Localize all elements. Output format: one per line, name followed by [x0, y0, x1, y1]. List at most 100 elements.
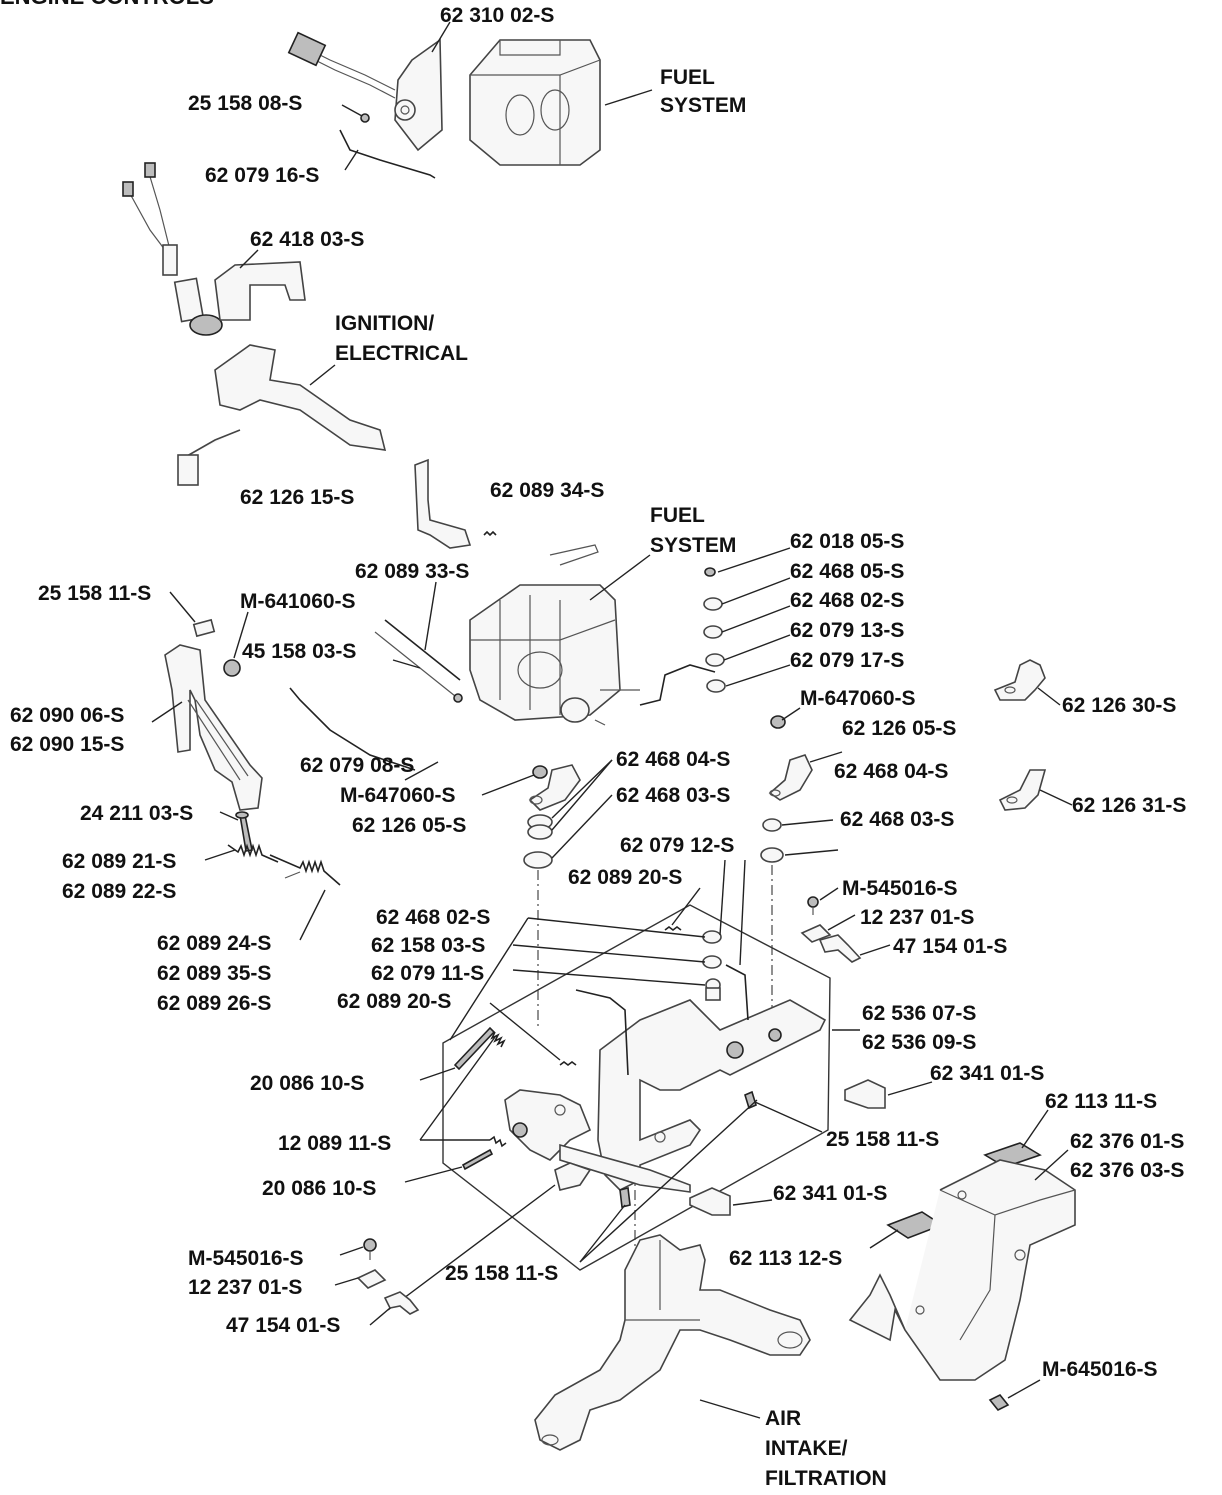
leader [781, 707, 801, 721]
washer-62-158-03 [702, 955, 722, 969]
leader [481, 774, 535, 796]
leader [604, 89, 653, 106]
part-label: 62 089 33-S [355, 560, 469, 583]
ignition-harness [177, 344, 387, 486]
leader [869, 1229, 899, 1249]
washer-62-079-17 [706, 679, 726, 693]
part-label: 62 089 24-S [157, 932, 271, 955]
leader [233, 611, 249, 659]
part-label: 62 079 11-S [371, 962, 484, 985]
control-box-outline [442, 904, 831, 1271]
leader [781, 819, 834, 826]
leader [431, 21, 451, 53]
part-label: 62 341 01-S [930, 1062, 1044, 1085]
part-label: 62 089 34-S [490, 479, 604, 502]
clip-25-158-11-a [192, 618, 216, 638]
part-label: 62 079 08-S [300, 754, 414, 777]
part-label: 62 418 03-S [250, 228, 364, 251]
part-label: 62 079 16-S [205, 164, 319, 187]
mount-bracket-62-376 [848, 1159, 1076, 1381]
screw-24-211-03 [235, 811, 253, 852]
spring-62-089-34 [483, 530, 497, 537]
throttle-body-fuel-mid [469, 544, 640, 726]
leader [341, 104, 363, 117]
part-label: M-545016-S [188, 1247, 304, 1270]
leader [551, 759, 613, 819]
leader [551, 759, 613, 831]
rod-62-079-08 [289, 687, 416, 771]
part-label: 62 158 03-S [371, 934, 485, 957]
spring-62-089-20-b [559, 1061, 577, 1066]
part-label: 62 536 09-S [862, 1031, 976, 1054]
leader [404, 761, 439, 781]
part-label: 62 126 05-S [842, 717, 956, 740]
part-label: 62 089 21-S [62, 850, 176, 873]
throttle-lever-assembly [504, 1089, 691, 1193]
leader [419, 1067, 456, 1081]
leader [579, 1204, 626, 1263]
part-label: 62 018 05-S [790, 530, 904, 553]
part-label: 62 090 15-S [10, 733, 124, 756]
part-label: 62 536 07-S [862, 1002, 976, 1025]
section-label-fuel-top-1: FUEL [660, 66, 715, 89]
part-label: 47 154 01-S [226, 1314, 340, 1337]
part-label: 62 090 06-S [10, 704, 124, 727]
spring-62-089-24 [269, 854, 341, 886]
washer-62-468-04-b [762, 818, 782, 832]
part-label: 47 154 01-S [893, 935, 1007, 958]
part-label: 62 089 26-S [157, 992, 271, 1015]
leader [449, 917, 529, 1041]
part-label: 25 158 08-S [188, 92, 302, 115]
rod-62-079-11 [575, 989, 629, 1076]
leader [721, 577, 791, 605]
washer-62-468-04-a-2 [527, 824, 553, 840]
part-label: 25 158 11-S [38, 582, 151, 605]
leader [699, 1399, 761, 1419]
part-label: 62 079 12-S [620, 834, 734, 857]
leader [819, 887, 839, 901]
part-label: 25 158 11-S [826, 1128, 939, 1151]
section-label-fuel-mid-2: SYSTEM [650, 534, 736, 557]
leader [512, 944, 706, 963]
bolt-m-545016-b [363, 1238, 377, 1260]
part-label: 24 211 03-S [80, 802, 193, 825]
leader [527, 917, 706, 938]
leader [151, 701, 183, 723]
clamp-47-154-01-a [818, 934, 862, 963]
clip-12-237-01-b [356, 1269, 387, 1289]
diagram-title: ENGINE CONTROLS [0, 0, 214, 9]
leader [339, 1246, 364, 1256]
leader [671, 887, 701, 926]
part-label: 62 089 20-S [337, 990, 451, 1013]
leader [489, 1002, 561, 1061]
part-label: 62 468 04-S [616, 748, 730, 771]
part-label: 62 089 35-S [157, 962, 271, 985]
part-label: 62 468 03-S [840, 808, 954, 831]
leader [1034, 1149, 1069, 1181]
leader [419, 1036, 496, 1141]
bracket-62-126-31 [998, 769, 1047, 811]
leader [369, 1307, 391, 1326]
washer-62-468-03-b [760, 847, 784, 863]
part-label: 25 158 11-S [445, 1262, 558, 1285]
section-label-fuel-top-2: SYSTEM [660, 94, 746, 117]
bolt-m-545016-a [807, 896, 819, 915]
leader [723, 634, 791, 661]
intake-manifold [534, 1234, 811, 1451]
section-label-air-3: FILTRATION [765, 1467, 887, 1490]
leader [344, 149, 359, 171]
part-label: 12 237 01-S [860, 906, 974, 929]
part-label: M-647060-S [800, 687, 916, 710]
spring-62-089-21 [227, 843, 279, 863]
leader [754, 1101, 823, 1133]
spring-12-089-11-a [490, 1031, 506, 1048]
leader [334, 1277, 359, 1286]
pad-62-341-01-a [844, 1079, 886, 1109]
leader [309, 364, 336, 386]
pedal-62-090 [164, 644, 263, 811]
washer-62-468-02-b [702, 930, 722, 944]
spring-12-089-11-b [489, 1135, 507, 1148]
rod-62-089-33 [384, 619, 461, 681]
clamp-47-154-01-b [383, 1291, 420, 1315]
